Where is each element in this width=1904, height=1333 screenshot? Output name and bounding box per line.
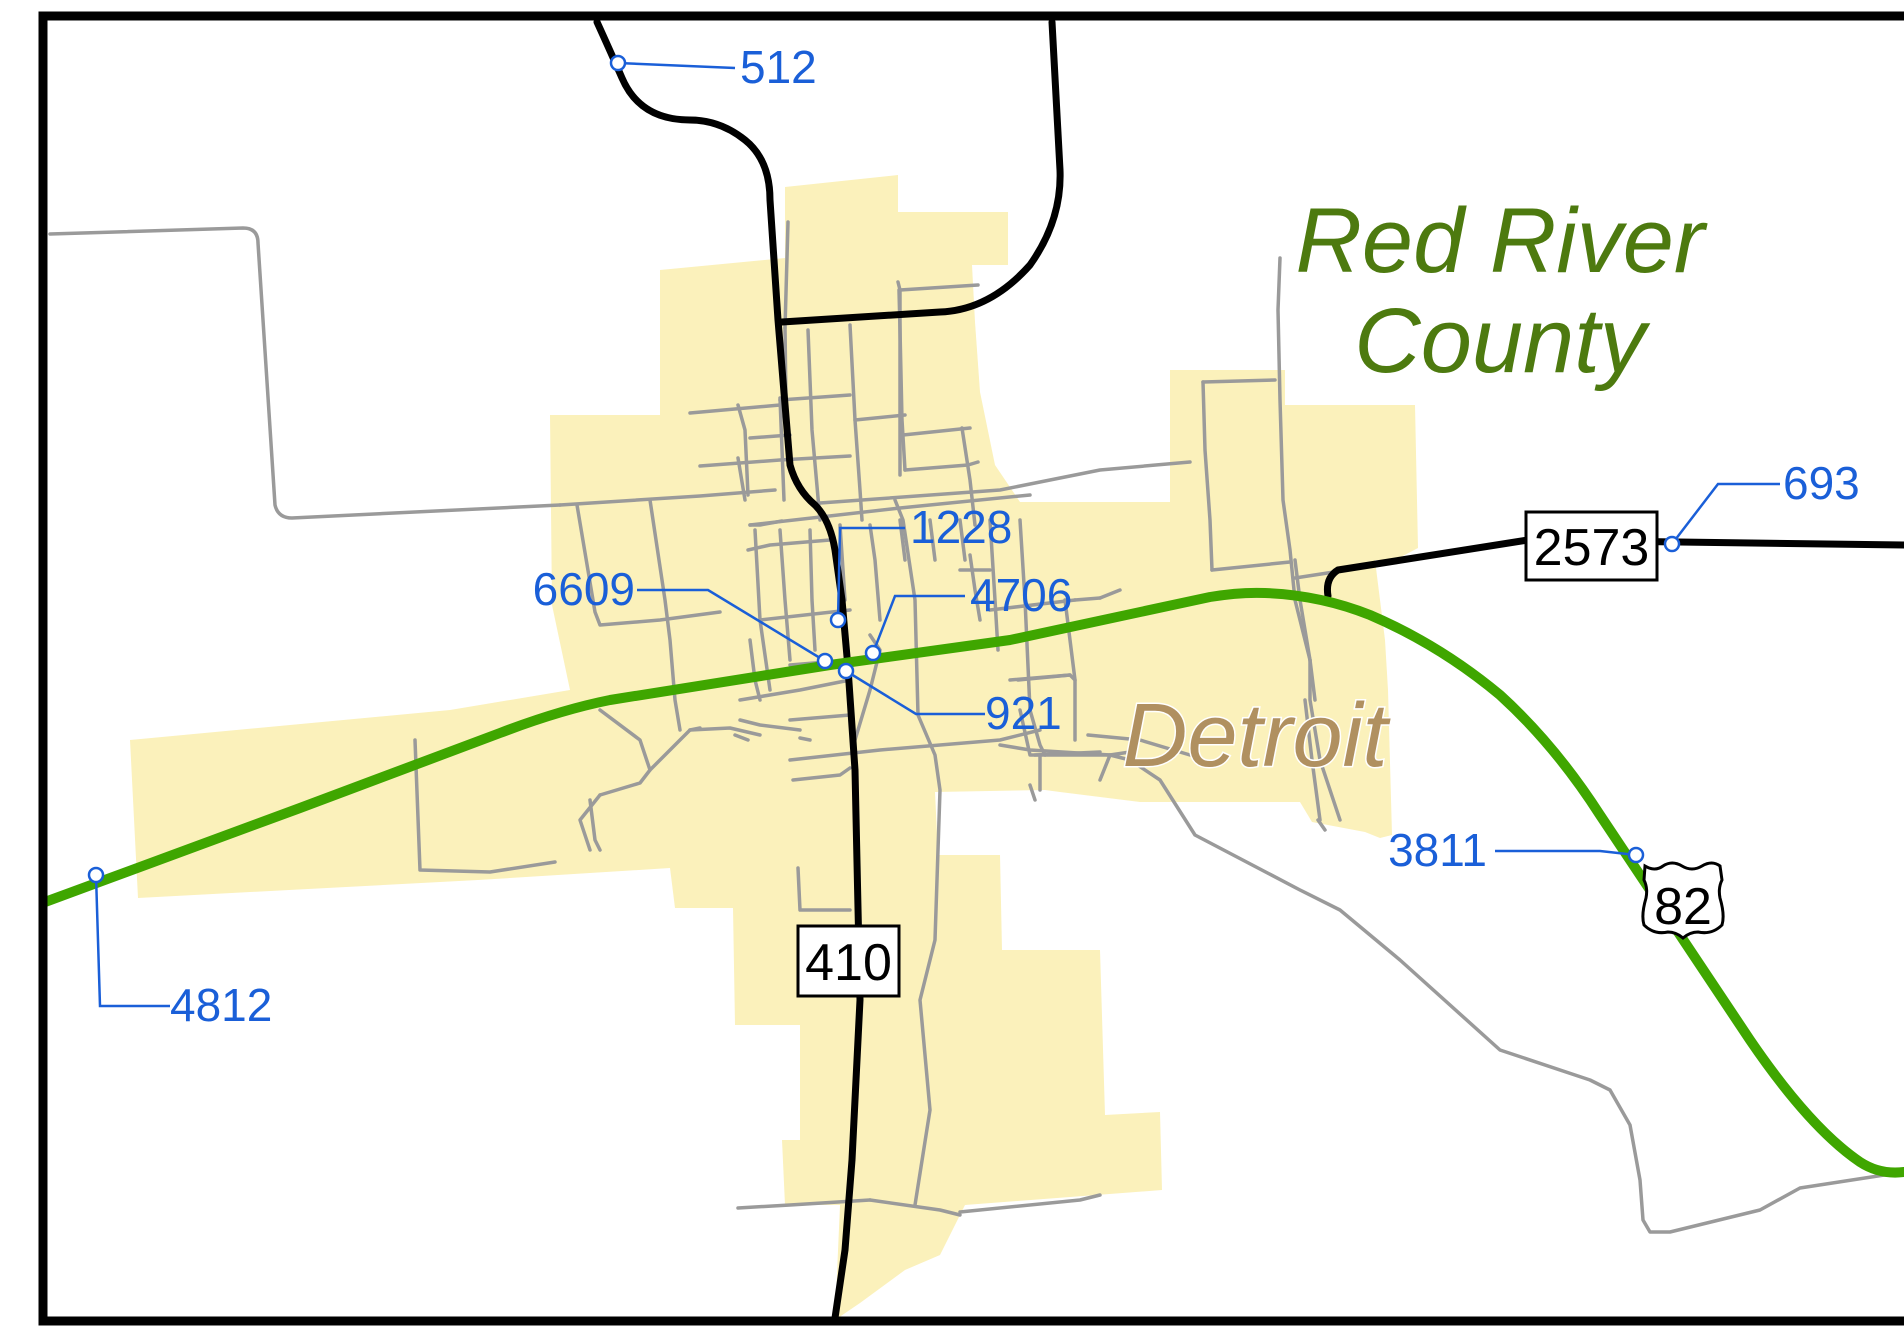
traffic-count-label: 4812 [170,979,272,1031]
state-route-shield-410: 410 [796,924,901,998]
us-highway-shield-82: 82 [1641,861,1725,940]
traffic-count-label: 512 [740,41,817,93]
minor-roads [48,220,1904,1234]
city-label: Detroit [1122,686,1391,786]
svg-text:82: 82 [1654,878,1712,936]
state-route-shield-2573: 2573 [1524,510,1659,582]
traffic-count-label: 3811 [1388,824,1487,876]
traffic-count-label: 1228 [910,501,1012,553]
count-leaders [94,61,1780,1008]
county-label-line2: County [1354,290,1650,392]
road-us-82 [40,587,1904,1178]
road-fm-410 [593,18,864,1322]
city-limits-detroit [130,175,1418,1320]
traffic-count-label: 921 [985,687,1062,739]
svg-text:410: 410 [805,934,892,992]
svg-text:2573: 2573 [1534,519,1650,577]
state-roads [593,18,1904,1322]
traffic-count-label: 693 [1783,457,1860,509]
count-markers [87,54,1681,884]
traffic-count-label: 6609 [533,563,635,615]
road-fm-2573 [1324,536,1904,600]
traffic-count-label: 4706 [970,569,1072,621]
map-frame [38,11,1904,1326]
road-north-branch [778,18,1064,326]
county-label-line1: Red River [1295,190,1707,292]
